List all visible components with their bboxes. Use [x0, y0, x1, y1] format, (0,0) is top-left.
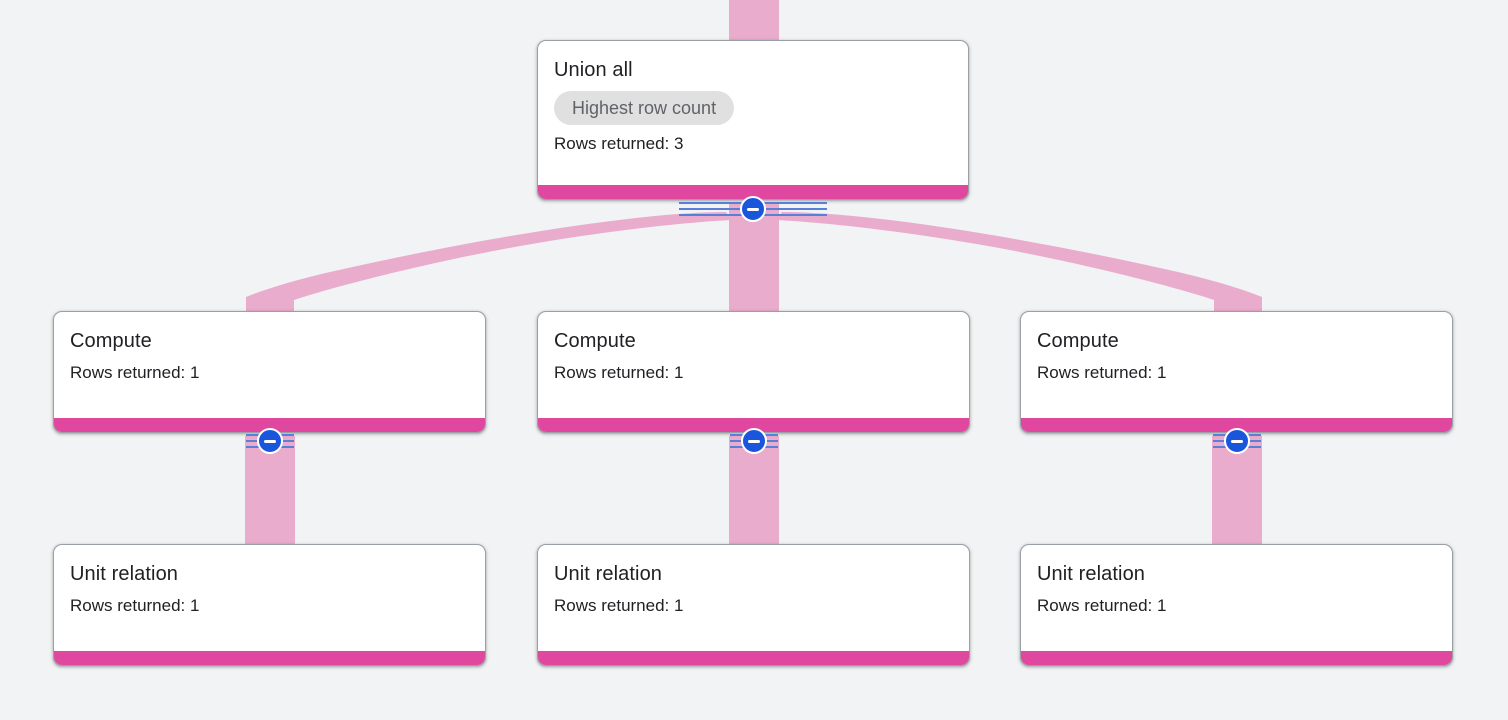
node-content: Compute Rows returned: 1 — [54, 312, 485, 384]
edge-union-all-to-compute-1 — [246, 212, 732, 318]
node-rows-returned: Rows returned: 1 — [554, 363, 684, 382]
node-footer-bar — [54, 418, 485, 432]
node-footer-bar — [538, 418, 969, 432]
node-title: Compute — [1037, 330, 1119, 352]
plan-node-compute-3[interactable]: Compute Rows returned: 1 — [1020, 311, 1453, 433]
node-footer-bar — [538, 651, 969, 665]
node-rows-returned: Rows returned: 1 — [554, 596, 684, 615]
node-rows-returned: Rows returned: 1 — [1037, 596, 1167, 615]
node-footer-bar — [54, 651, 485, 665]
node-rows-returned: Rows returned: 1 — [70, 363, 200, 382]
collapse-button-compute-3[interactable] — [1224, 428, 1250, 454]
node-content: Unit relation Rows returned: 1 — [54, 545, 485, 617]
node-content: Unit relation Rows returned: 1 — [538, 545, 969, 617]
node-content: Compute Rows returned: 1 — [538, 312, 969, 384]
edge-upstream-to-union-all — [729, 0, 779, 40]
node-footer-bar — [1021, 418, 1452, 432]
plan-node-unit-relation-3[interactable]: Unit relation Rows returned: 1 — [1020, 544, 1453, 666]
plan-node-compute-2[interactable]: Compute Rows returned: 1 — [537, 311, 970, 433]
status-badge: Highest row count — [554, 91, 735, 125]
node-footer-bar — [1021, 651, 1452, 665]
plan-node-unit-relation-1[interactable]: Unit relation Rows returned: 1 — [53, 544, 486, 666]
node-content: Compute Rows returned: 1 — [1021, 312, 1452, 384]
node-rows-returned: Rows returned: 1 — [1037, 363, 1167, 382]
node-title: Unit relation — [70, 563, 179, 585]
node-content: Unit relation Rows returned: 1 — [1021, 545, 1452, 617]
node-title: Unit relation — [1037, 563, 1146, 585]
edge-union-all-to-compute-3 — [776, 212, 1262, 318]
node-title: Compute — [554, 330, 636, 352]
node-title: Unit relation — [554, 563, 663, 585]
node-content: Union all Highest row count Rows returne… — [538, 41, 968, 155]
node-title: Compute — [70, 330, 152, 352]
node-footer-bar — [538, 185, 968, 199]
node-rows-returned: Rows returned: 3 — [554, 134, 684, 153]
node-rows-returned: Rows returned: 1 — [70, 596, 200, 615]
plan-node-union-all[interactable]: Union all Highest row count Rows returne… — [537, 40, 969, 200]
plan-node-compute-1[interactable]: Compute Rows returned: 1 — [53, 311, 486, 433]
collapse-button-compute-2[interactable] — [741, 428, 767, 454]
collapse-button-compute-1[interactable] — [257, 428, 283, 454]
node-title: Union all — [554, 59, 633, 81]
plan-node-unit-relation-2[interactable]: Unit relation Rows returned: 1 — [537, 544, 970, 666]
collapse-button-union-all[interactable] — [740, 196, 766, 222]
